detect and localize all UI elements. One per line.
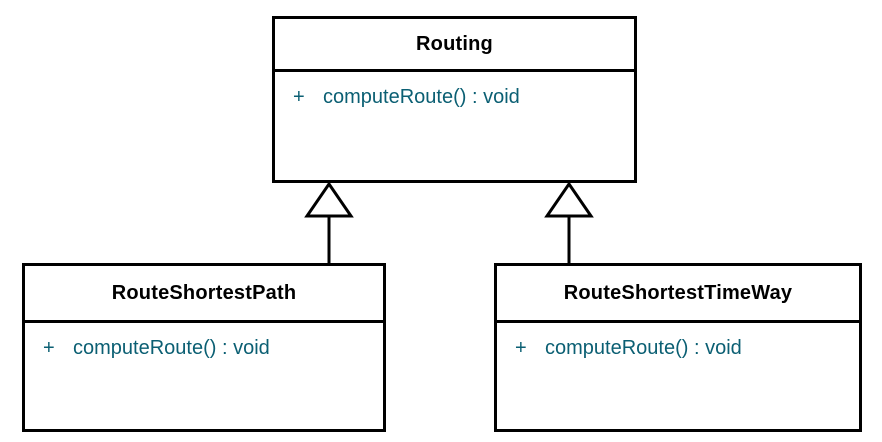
uml-class-routing[interactable]: Routing + computeRoute() : void: [272, 16, 637, 183]
uml-member-row[interactable]: + computeRoute() : void: [25, 335, 383, 361]
uml-member-row[interactable]: + computeRoute() : void: [497, 335, 859, 361]
uml-class-name-route-shortest-path: RouteShortestPath: [111, 281, 297, 304]
uml-member-row[interactable]: + computeRoute() : void: [275, 84, 634, 110]
uml-member-visibility-marker: +: [43, 337, 55, 359]
uml-members-compartment-route-shortest-path: + computeRoute() : void: [25, 323, 383, 361]
uml-class-name-compartment-route-shortest-path: RouteShortestPath: [25, 266, 383, 323]
uml-member-signature: computeRoute() : void: [73, 337, 270, 359]
uml-class-name-compartment-route-shortest-time-way: RouteShortestTimeWay: [497, 266, 859, 323]
generalization-hollow-triangle-right: [544, 181, 594, 218]
uml-members-compartment-route-shortest-time-way: + computeRoute() : void: [497, 323, 859, 361]
generalization-route-shortest-time-way-to-routing: [544, 181, 594, 264]
uml-members-compartment-routing: + computeRoute() : void: [275, 72, 634, 110]
uml-class-name-routing: Routing: [416, 32, 493, 55]
uml-member-visibility-marker: +: [293, 86, 305, 108]
uml-class-name-compartment-routing: Routing: [275, 19, 634, 72]
uml-member-visibility-marker: +: [515, 337, 527, 359]
generalization-hollow-triangle-left: [304, 181, 354, 218]
uml-class-route-shortest-time-way[interactable]: RouteShortestTimeWay + computeRoute() : …: [494, 263, 862, 432]
uml-class-name-route-shortest-time-way: RouteShortestTimeWay: [563, 281, 793, 304]
generalization-route-shortest-path-to-routing: [304, 181, 354, 264]
uml-class-route-shortest-path[interactable]: RouteShortestPath + computeRoute() : voi…: [22, 263, 386, 432]
uml-member-signature: computeRoute() : void: [323, 86, 520, 108]
uml-member-signature: computeRoute() : void: [545, 337, 742, 359]
